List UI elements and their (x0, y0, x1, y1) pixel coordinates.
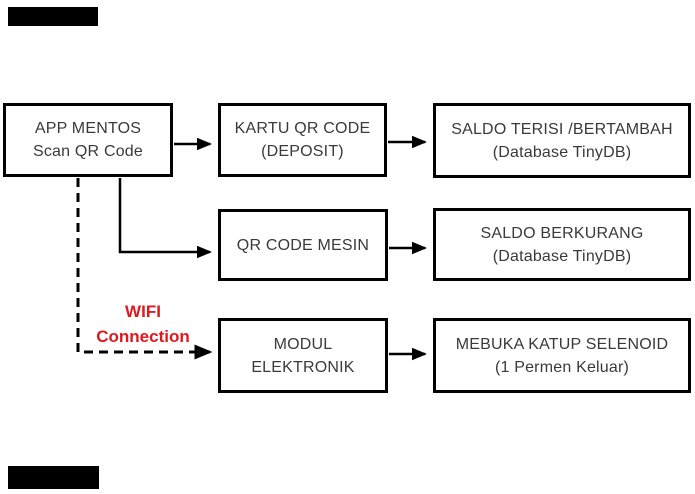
node-text-line: MEBUKA KATUP SELENOID (455, 335, 669, 353)
node-text-line: MODUL (273, 335, 333, 353)
edge-app-to-qr-mesin (118, 178, 213, 259)
node-qr-code-mesin: QR CODE MESIN (218, 209, 388, 281)
node-text-line: QR CODE MESIN (236, 236, 370, 254)
node-saldo-terisi: SALDO TERISI /BERTAMBAH (Database TinyDB… (433, 103, 691, 178)
node-text-line: SALDO BERKURANG (480, 224, 644, 242)
node-mebuka-katup-selenoid: MEBUKA KATUP SELENOID (1 Permen Keluar) (433, 318, 691, 393)
wifi-label-line: WIFI (125, 302, 161, 321)
node-text-line: (Database TinyDB) (492, 143, 632, 161)
node-text-line: KARTU QR CODE (234, 120, 371, 137)
node-text-line: SALDO TERISI /BERTAMBAH (451, 120, 673, 138)
node-text-line: (Database TinyDB) (492, 247, 632, 265)
node-text-line: ELEKTRONIK (251, 358, 355, 376)
redaction-bar-bottom-left (8, 466, 99, 489)
node-text-line: (1 Permen Keluar) (494, 358, 630, 376)
redaction-bar-top-left (8, 7, 98, 26)
node-text-line: APP MENTOS (34, 120, 142, 137)
wifi-label-line: Connection (96, 327, 190, 346)
node-saldo-berkurang: SALDO BERKURANG (Database TinyDB) (433, 208, 691, 281)
node-app-mentos: APP MENTOS Scan QR Code (3, 103, 173, 177)
node-text-line: (DEPOSIT) (261, 143, 344, 160)
node-text-line: Scan QR Code (32, 143, 143, 160)
node-kartu-qr-code: KARTU QR CODE (DEPOSIT) (218, 103, 387, 177)
node-modul-elektronik: MODUL ELEKTRONIK (218, 318, 388, 393)
wifi-connection-label: WIFI Connection (90, 299, 196, 349)
